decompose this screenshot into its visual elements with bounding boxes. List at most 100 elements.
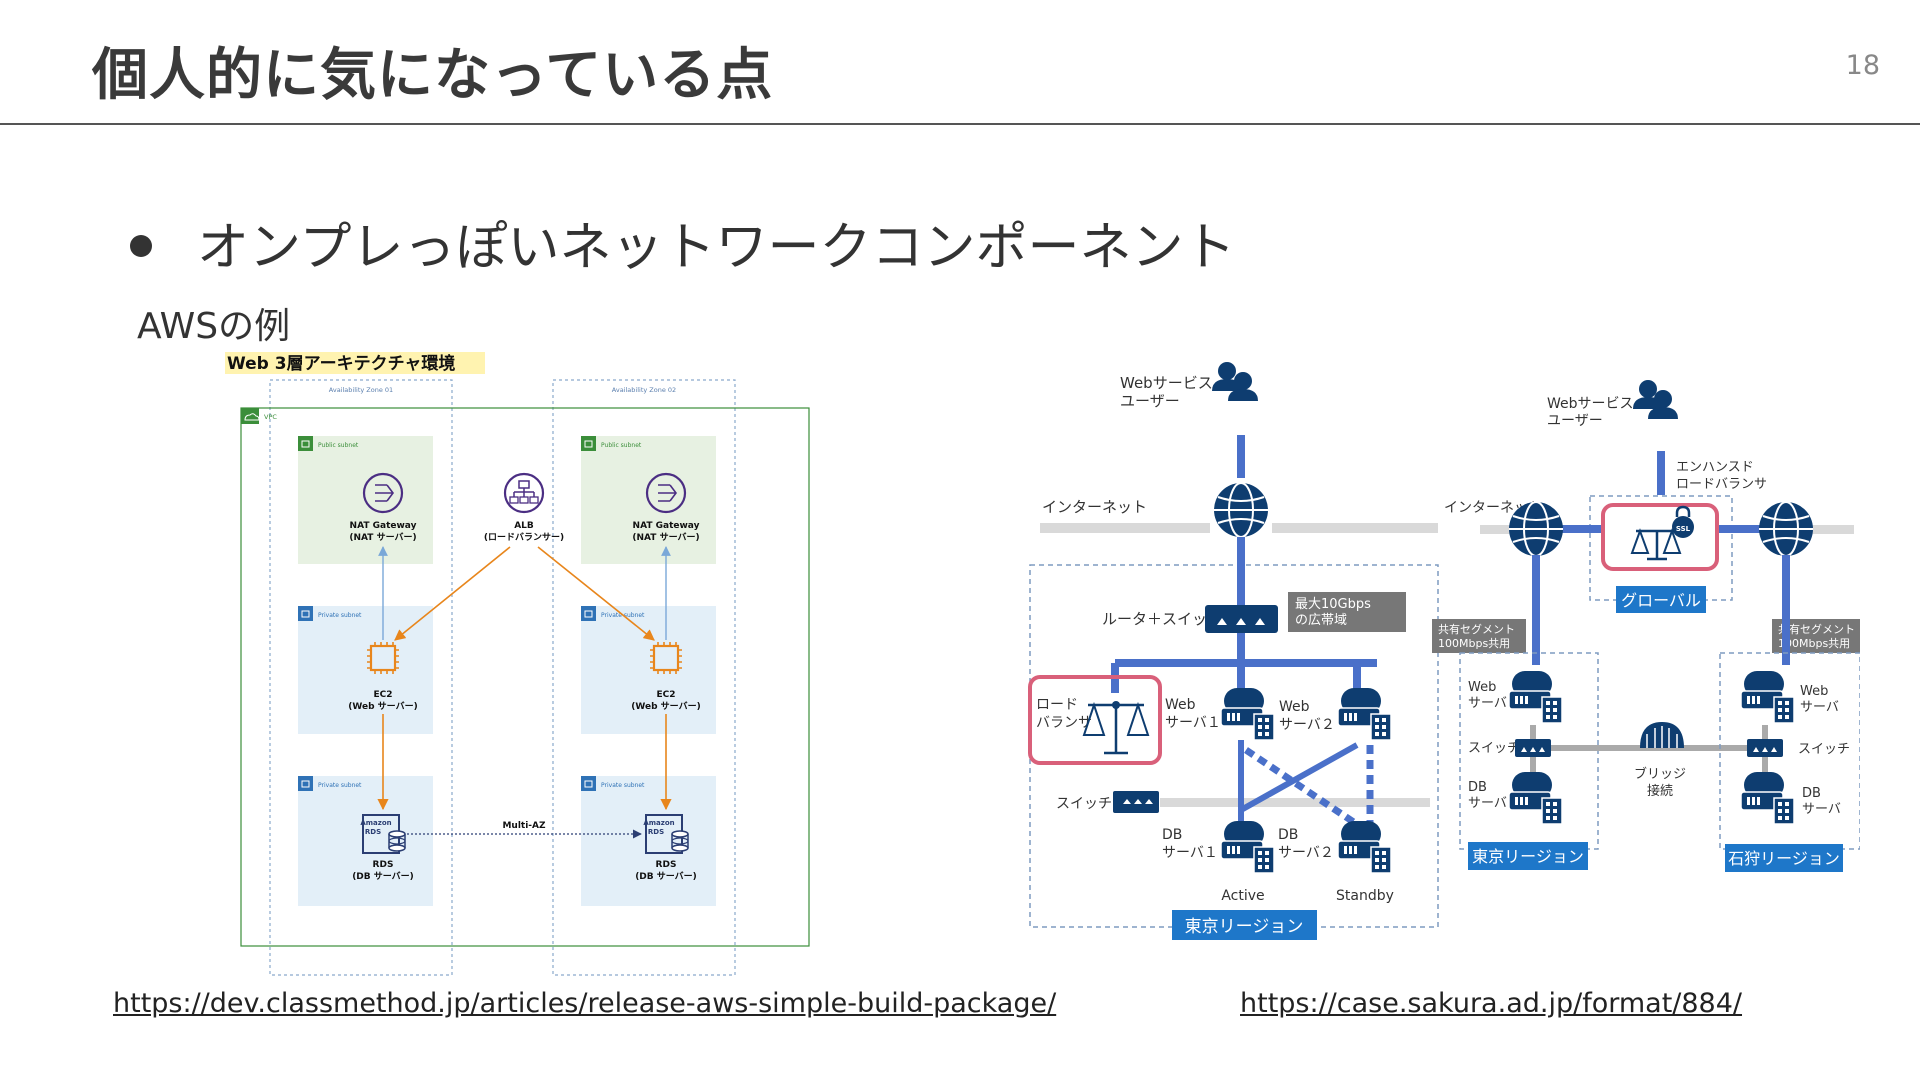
aws-example-label: AWSの例: [137, 306, 291, 347]
rds-2-icon-line2: RDS: [648, 828, 664, 836]
slide-title: 個人的に気になっている点: [92, 43, 774, 108]
aws-heading-highlight: [225, 352, 485, 374]
tokyo-switch-label: スイッチ: [1468, 741, 1520, 756]
right-internet-globe-icon-2: [1758, 501, 1814, 557]
bandwidth-label-line2: の広帯域: [1295, 613, 1347, 628]
right-tokyo-region-badge: [1468, 842, 1588, 870]
bridge-label-line1: ブリッジ: [1634, 766, 1686, 782]
shared-right-line1: 共有セグメント: [1778, 622, 1855, 636]
classmethod-source-link[interactable]: https://dev.classmethod.jp/articles/rele…: [113, 988, 1057, 1019]
rds-1-title: RDS: [373, 860, 394, 870]
private-subnet-1b: [298, 776, 433, 906]
ishikari-switch-label: スイッチ: [1798, 742, 1850, 757]
ssl-label: SSL: [1676, 525, 1691, 533]
availability-zone-2: [552, 379, 736, 976]
tokyo-db-label-line1: DB: [1468, 780, 1487, 795]
bullet-text: オンプレっぽいネットワークコンポーネント: [197, 218, 1236, 278]
left-region-label: 東京リージョン: [1185, 917, 1304, 937]
left-internet-band: [1040, 523, 1210, 533]
alb-title: ALB: [514, 521, 534, 531]
left-tokyo-region-badge: [1172, 910, 1317, 940]
rds-2-subtitle: (DB サーバー): [635, 871, 697, 882]
db2-label-line1: DB: [1278, 827, 1298, 843]
nat-gateway-icon-2: [645, 472, 687, 514]
tokyo-web-label-line1: Web: [1468, 680, 1496, 695]
nat-1-subtitle: (NAT サーバー): [349, 532, 416, 543]
aws-architecture-diagram: Web 3層アーキテクチャ環境 Availability Zone 01 Ava…: [225, 352, 810, 976]
ishikari-web-server-icon: [1740, 670, 1795, 724]
sakura-network-diagram: Webサービス ユーザー インターネット ルータ＋スイッチ 最大10Gbps の…: [1028, 362, 1860, 940]
bandwidth-label-line1: 最大10Gbps: [1295, 597, 1371, 612]
private-subnet-1b-label: Private subnet: [318, 782, 362, 789]
web1-label-line2: サーバ１: [1165, 715, 1221, 731]
tokyo-db-label-line2: サーバ: [1468, 796, 1507, 811]
db-server-1-icon: [1220, 820, 1275, 874]
right-user-label-line1: Webサービス: [1547, 396, 1634, 412]
left-internet-globe-icon: [1213, 482, 1269, 538]
rds-icon-2: [645, 814, 689, 854]
ec2-2-title: EC2: [656, 690, 675, 700]
tokyo-web-label-line2: サーバ: [1468, 696, 1507, 711]
ishikari-web-label-line2: サーバ: [1800, 700, 1839, 715]
ishikari-region-label: 石狩リージョン: [1728, 849, 1840, 868]
rds-1-icon-line1: Amazon: [360, 819, 391, 827]
web1-label-line1: Web: [1165, 697, 1196, 713]
availability-zone-1: [269, 379, 453, 976]
nat-2-title: NAT Gateway: [633, 521, 700, 531]
lb-label-line1: ロード: [1036, 697, 1078, 713]
db-server-2-icon: [1337, 820, 1392, 874]
right-users-icon: [1633, 380, 1678, 419]
vpc-boundary: [240, 407, 810, 947]
sakura-source-link[interactable]: https://case.sakura.ad.jp/format/884/: [1240, 988, 1743, 1019]
public-subnet-1-label: Public subnet: [318, 442, 359, 449]
nat-1-title: NAT Gateway: [350, 521, 417, 531]
enhanced-lb-scale-icon: [1630, 528, 1682, 561]
rds-1-icon-line2: RDS: [365, 828, 381, 836]
nat-gateway-icon-1: [362, 472, 404, 514]
shared-right-line2: 100Mbps共用: [1778, 637, 1850, 650]
bridge-icon: [1640, 722, 1684, 748]
left-internet-label: インターネット: [1042, 498, 1147, 516]
lb-label-line2: バランサ: [1036, 715, 1092, 731]
multi-az-label: Multi-AZ: [502, 821, 546, 831]
right-user-label-line2: ユーザー: [1547, 413, 1603, 429]
ishikari-region-badge: [1725, 844, 1843, 872]
private-subnet-2b-label: Private subnet: [601, 782, 645, 789]
ec2-1-title: EC2: [373, 690, 392, 700]
page-number: 18: [1845, 50, 1880, 81]
tokyo-web-server-icon: [1508, 670, 1563, 724]
ec2-1-subtitle: (Web サーバー): [348, 701, 417, 712]
nat-2-subtitle: (NAT サーバー): [632, 532, 699, 543]
left-user-label-line2: ユーザー: [1120, 392, 1180, 410]
private-subnet-2b: [581, 776, 716, 906]
ishikari-db-server-icon: [1740, 771, 1795, 825]
web-server-1-icon: [1220, 687, 1275, 741]
rds-icon-1: [362, 814, 406, 854]
left-user-label-line1: Webサービス: [1120, 374, 1213, 392]
ec2-2-subtitle: (Web サーバー): [631, 701, 700, 712]
private-subnet-1a-label: Private subnet: [318, 612, 362, 619]
title-divider: [0, 123, 1920, 125]
az1-label: Availability Zone 01: [329, 386, 393, 394]
router-switch-icon: [1205, 605, 1278, 633]
left-switch-icon: [1113, 791, 1159, 813]
ishikari-db-label-line2: サーバ: [1802, 802, 1841, 817]
load-balancer-highlight: [1028, 675, 1162, 765]
global-label: グローバル: [1621, 591, 1701, 610]
db1-label-line2: サーバ１: [1162, 845, 1218, 861]
bullet-item: オンプレっぽいネットワークコンポーネント: [130, 205, 1235, 280]
vpc-label: VPC: [264, 413, 277, 421]
global-badge: [1616, 586, 1706, 613]
alb-subtitle: (ロードバランサー): [484, 532, 564, 543]
db1-label-line1: DB: [1162, 827, 1182, 843]
web2-label-line2: サーバ２: [1279, 717, 1335, 733]
alb-to-ec2-arrow-1: [394, 546, 511, 641]
bandwidth-box: [1288, 592, 1406, 632]
shared-left-line2: 100Mbps共用: [1438, 637, 1510, 650]
left-users-icon: [1212, 362, 1258, 401]
right-tokyo-region-label: 東京リージョン: [1472, 847, 1584, 866]
ec2-icon-2: [650, 642, 682, 674]
db2-label-line2: サーバ２: [1278, 845, 1334, 861]
load-balancer-scale-icon: [1082, 701, 1150, 755]
web2-label-line1: Web: [1279, 699, 1310, 715]
